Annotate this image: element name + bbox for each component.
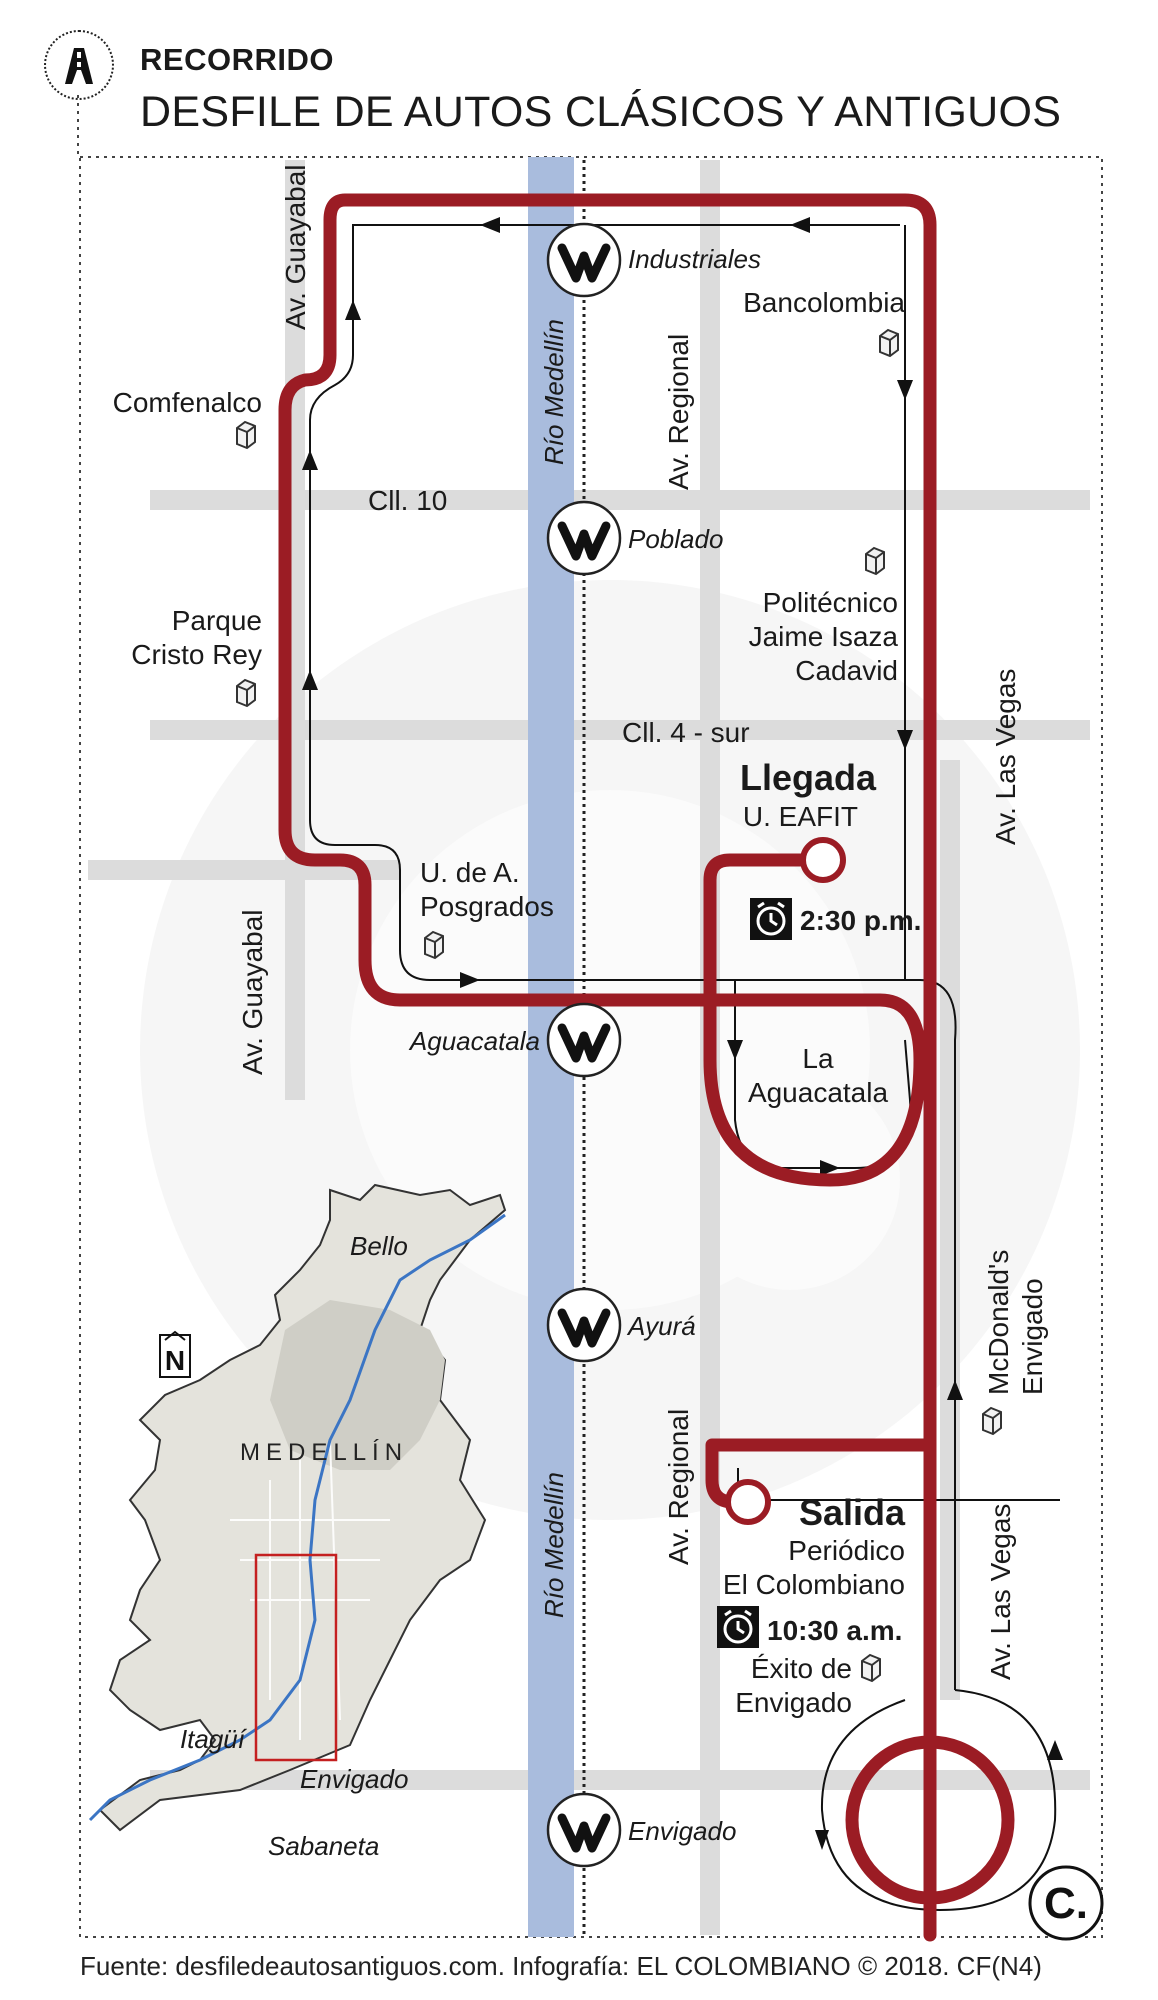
- route-icon: [44, 30, 114, 100]
- north-label: N: [165, 1345, 185, 1376]
- north-icon: N: [159, 1330, 191, 1378]
- landmark-aguacatala-line2: Aguacatala: [748, 1077, 889, 1108]
- landmark-parque-line1: Parque: [172, 605, 262, 636]
- metro-station-ayura: [548, 1289, 620, 1361]
- inset-map: [88, 1183, 507, 1832]
- street-av-las-vegas-bottom: Av. Las Vegas: [985, 1504, 1016, 1680]
- header-kicker: RECORRIDO: [140, 42, 334, 77]
- newspaper-logo: C.: [1028, 1865, 1104, 1941]
- station-label-industriales: Industriales: [628, 244, 761, 274]
- station-label-ayura: Ayurá: [626, 1311, 696, 1341]
- page-title: DESFILE DE AUTOS CLÁSICOS Y ANTIGUOS: [140, 88, 1062, 136]
- metro-station-poblado: [548, 502, 620, 574]
- inset-envigado-label: Envigado: [300, 1764, 408, 1794]
- departure-marker: [725, 1479, 771, 1525]
- station-label-poblado: Poblado: [628, 524, 723, 554]
- landmark-bancolombia: Bancolombia: [743, 287, 905, 318]
- street-av-guayabal-bottom: Av. Guayabal: [237, 909, 268, 1075]
- direction-arrows: [302, 217, 1063, 1850]
- station-label-aguacatala: Aguacatala: [408, 1026, 540, 1056]
- landmark-exito-line1: Éxito de: [751, 1653, 852, 1684]
- footer-credit: Fuente: desfiledeautosantiguos.com. Info…: [80, 1951, 1042, 1981]
- landmark-comfenalco: Comfenalco: [113, 387, 262, 418]
- departure-title: Salida: [799, 1492, 906, 1533]
- landmark-aguacatala-line1: La: [802, 1043, 834, 1074]
- arrival-place: U. EAFIT: [743, 801, 858, 832]
- building-icon: [879, 329, 899, 357]
- clock-icon: [748, 896, 794, 942]
- landmark-poli-line2: Jaime Isaza: [749, 621, 899, 652]
- river-label-top: Río Medellín: [539, 319, 569, 465]
- departure-place-line1: Periódico: [788, 1535, 905, 1566]
- landmark-uda-line1: U. de A.: [420, 857, 520, 888]
- landmark-exito-line2: Envigado: [735, 1687, 852, 1718]
- metro-station-envigado: [548, 1794, 620, 1866]
- metro-station-aguacatala: [548, 1004, 620, 1076]
- departure-time: 10:30 a.m.: [767, 1615, 902, 1646]
- building-icon: [861, 1654, 881, 1682]
- station-label-envigado: Envigado: [628, 1816, 736, 1846]
- street-av-regional-top: Av. Regional: [663, 334, 694, 490]
- inset-bello-label: Bello: [350, 1231, 408, 1261]
- inset-sabaneta-label: Sabaneta: [268, 1831, 379, 1861]
- street-av-guayabal-top: Av. Guayabal: [280, 164, 311, 330]
- landmark-poli-line3: Cadavid: [795, 655, 898, 686]
- river-label-bottom: Río Medellín: [539, 1472, 569, 1618]
- street-grid: [88, 160, 1090, 1935]
- building-icon: [982, 1407, 1002, 1435]
- landmark-mcd-line1: McDonald's: [983, 1250, 1014, 1395]
- building-icon: [236, 679, 256, 707]
- building-icon: [424, 931, 444, 959]
- logo-text: C.: [1044, 1879, 1088, 1928]
- map-frame: [79, 156, 1103, 1938]
- street-av-regional-bottom: Av. Regional: [663, 1409, 694, 1565]
- street-av-las-vegas-top: Av. Las Vegas: [990, 669, 1021, 845]
- arrival-title: Llegada: [740, 757, 877, 798]
- landmark-mcd-line2: Envigado: [1017, 1278, 1048, 1395]
- landmark-poli-line1: Politécnico: [763, 587, 898, 618]
- building-icon: [865, 547, 885, 575]
- arrival-marker: [800, 837, 846, 883]
- landmark-uda-line2: Posgrados: [420, 891, 554, 922]
- arrival-time: 2:30 p.m.: [800, 905, 921, 936]
- inset-city-label: MEDELLÍN: [240, 1439, 408, 1466]
- metro-station-industriales: [548, 224, 620, 296]
- landmark-parque-line2: Cristo Rey: [131, 639, 262, 670]
- building-icon: [236, 421, 256, 449]
- departure-place-line2: El Colombiano: [723, 1569, 905, 1600]
- street-cll-4-sur: Cll. 4 - sur: [622, 717, 750, 748]
- street-cll-10: Cll. 10: [368, 485, 447, 516]
- inset-itagui-label: Itagüí: [180, 1724, 248, 1754]
- clock-icon: [715, 1604, 761, 1650]
